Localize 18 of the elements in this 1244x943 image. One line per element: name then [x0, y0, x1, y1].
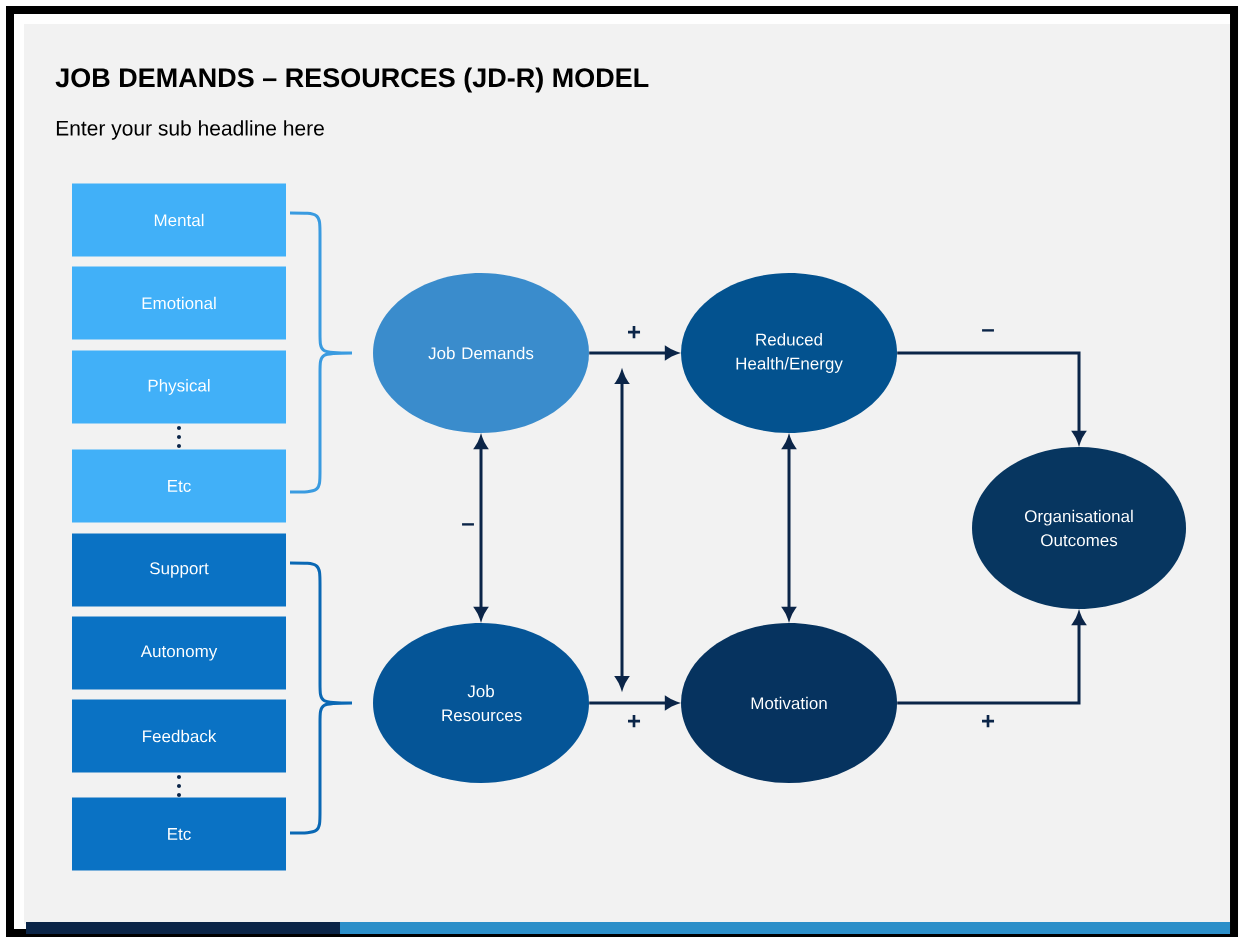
- title: JOB DEMANDS – RESOURCES (JD-R) MODEL: [55, 67, 649, 93]
- subtitle: Enter your sub headline here: [56, 120, 324, 140]
- category-box: Feedback: [72, 699, 286, 773]
- arrow: [897, 612, 1086, 705]
- category-box: Autonomy: [72, 616, 286, 690]
- category-box: Physical: [72, 350, 286, 424]
- arrow: [589, 346, 678, 360]
- category-box: Emotional: [72, 266, 286, 340]
- arrow: [474, 436, 488, 620]
- category-box: Support: [72, 533, 286, 607]
- edge-label: –: [980, 328, 996, 338]
- category-box: Mental: [72, 183, 286, 257]
- category-box: Etc: [72, 449, 286, 523]
- arrow: [589, 696, 678, 710]
- arrow: [897, 351, 1086, 444]
- arrow: [782, 436, 796, 620]
- category-box: Etc: [72, 797, 286, 871]
- edge-label: –: [460, 522, 476, 532]
